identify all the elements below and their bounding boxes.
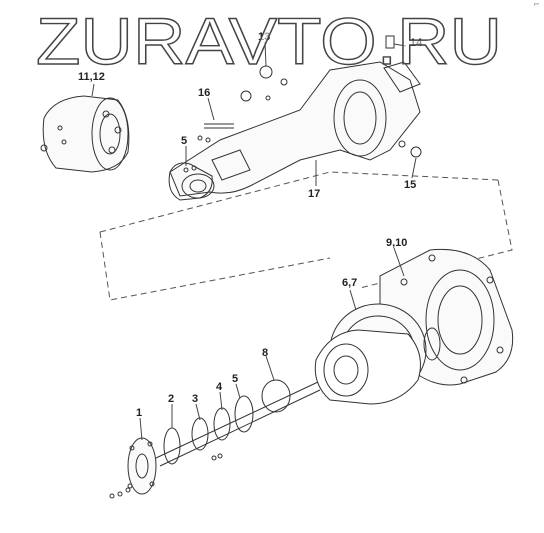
callout-13: 13 bbox=[258, 31, 270, 43]
callout-5-lower: 5 bbox=[232, 373, 238, 385]
callout-6-7: 6,7 bbox=[342, 277, 357, 289]
brake-drum-part bbox=[40, 95, 130, 173]
callout-4: 4 bbox=[216, 381, 223, 393]
axle-housing-part bbox=[168, 61, 421, 201]
callout-14: 14 bbox=[410, 37, 423, 49]
callout-15: 15 bbox=[404, 179, 416, 191]
callout-5-upper: 5 bbox=[181, 135, 187, 147]
callout-leaders bbox=[91, 41, 417, 441]
wheel-hub-part bbox=[314, 303, 441, 405]
callout-17: 17 bbox=[308, 188, 320, 200]
callout-16: 16 bbox=[198, 87, 210, 99]
axle-shaft-part bbox=[109, 379, 321, 499]
corner-mark: ⌐ bbox=[533, 0, 540, 9]
callout-2: 2 bbox=[168, 393, 174, 405]
callout-8: 8 bbox=[262, 347, 268, 359]
callout-9-10: 9,10 bbox=[386, 237, 407, 249]
callout-1: 1 bbox=[136, 407, 142, 419]
callout-3: 3 bbox=[192, 393, 198, 405]
callout-labels: 11,12 13 14 16 5 17 15 9,10 6,7 8 5 4 3 … bbox=[78, 31, 423, 419]
callout-11-12: 11,12 bbox=[78, 71, 105, 83]
